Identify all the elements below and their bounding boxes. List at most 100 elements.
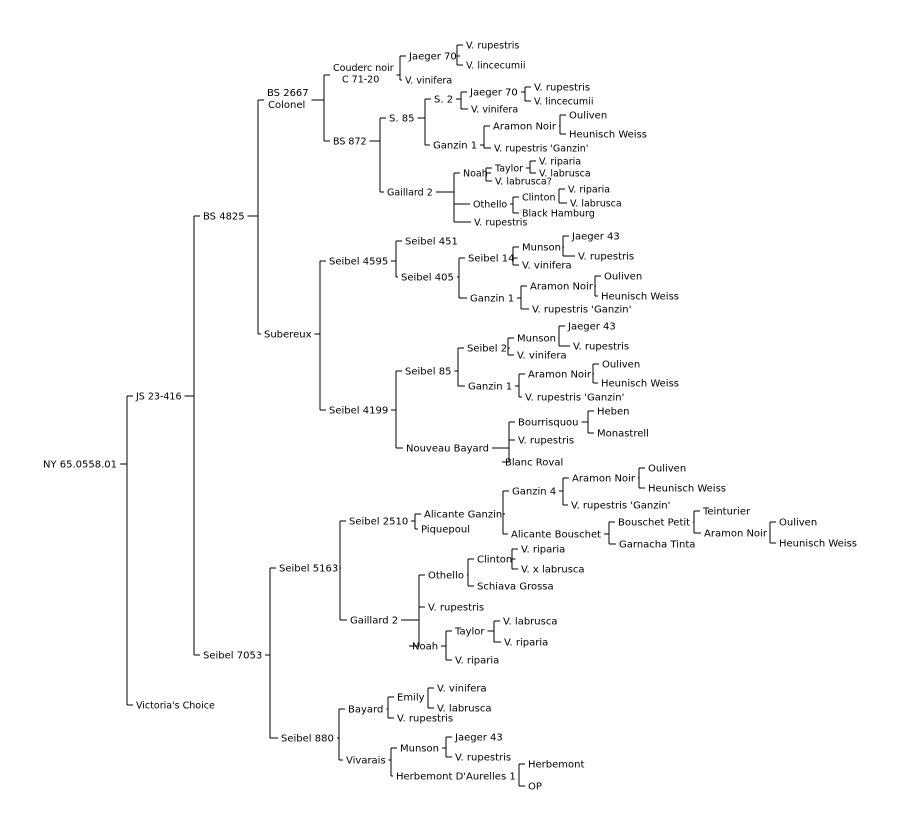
node-label: V. rupestris xyxy=(573,342,629,353)
node-clinton: Clinton xyxy=(522,192,556,203)
node-label: V. vinifera xyxy=(437,684,487,695)
node-v-riparia: V. riparia xyxy=(521,545,565,556)
node-seibel-2: Seibel 2 xyxy=(467,344,507,355)
node-seibel-85: Seibel 85 xyxy=(405,367,451,378)
node-v-rupestris: V. rupestris xyxy=(573,342,629,353)
node-label: V. rupestris xyxy=(534,83,590,94)
node-v-rupestris: V. rupestris xyxy=(428,603,484,614)
node-ouliven: Ouliven xyxy=(779,518,817,529)
node-munson: Munson xyxy=(400,744,439,755)
node-label: Othello xyxy=(473,199,507,210)
node-ouliven: Ouliven xyxy=(648,464,686,475)
node-seibel-451: Seibel 451 xyxy=(405,237,458,248)
node-label: Schiava Grossa xyxy=(477,582,554,593)
node-v-riparia: V. riparia xyxy=(539,156,581,167)
node-label: V. rupestris xyxy=(578,252,634,263)
node-label: Ouliven xyxy=(602,360,640,371)
node-v-riparia: V. riparia xyxy=(455,656,499,667)
node-ganzin-4: Ganzin 4 xyxy=(512,487,556,498)
node-taylor: Taylor xyxy=(454,627,485,638)
node-munson: Munson xyxy=(522,243,561,254)
node-label: Vivarais xyxy=(346,756,386,767)
connector-lines xyxy=(120,44,776,787)
node-ouliven: Ouliven xyxy=(604,272,642,283)
node-jaeger-43: Jaeger 43 xyxy=(571,232,620,243)
node-label: V. vinifera xyxy=(471,104,518,115)
node-label: Bouschet Petit xyxy=(618,518,690,529)
node-label: Heunisch Weiss xyxy=(601,379,679,390)
node-label: Seibel 405 xyxy=(401,273,454,284)
node-v-rupestris: V. rupestris xyxy=(578,252,634,263)
node-label: Seibel 4595 xyxy=(329,257,388,268)
node-label: Othello xyxy=(428,571,464,582)
node-label: Ouliven xyxy=(779,518,817,529)
node-label: JS 23-416 xyxy=(135,391,182,402)
node-label: Alicante Ganzin xyxy=(424,510,502,521)
node-label: Aramon Noir xyxy=(493,122,557,133)
node-label: Subereux xyxy=(264,330,312,341)
node-label: Jaeger 43 xyxy=(454,733,503,744)
node-label: Ouliven xyxy=(604,272,642,283)
node-seibel-2510: Seibel 2510 xyxy=(349,517,408,528)
node-label: V. rupestris xyxy=(397,714,453,725)
node-label: Monastrell xyxy=(597,429,649,440)
node-s-2: S. 2 xyxy=(434,95,453,106)
node-label: V. rupestris 'Ganzin' xyxy=(525,393,624,404)
node-label: V. vinifera xyxy=(522,261,572,272)
node-v-x-labrusca: V. x labrusca xyxy=(521,565,585,576)
node-taylor: Taylor xyxy=(494,163,523,174)
node-teinturier: Teinturier xyxy=(702,507,751,518)
node-label: Garnacha Tinta xyxy=(619,540,695,551)
node-ganzin-1: Ganzin 1 xyxy=(468,382,512,393)
node-seibel-880: Seibel 880 xyxy=(281,734,334,745)
node-label: Jaeger 43 xyxy=(571,232,620,243)
node-heunisch-weiss: Heunisch Weiss xyxy=(569,130,647,141)
node-label: V. rupestris xyxy=(474,217,527,228)
node-label: Aramon Noir xyxy=(530,282,594,293)
node-munson: Munson xyxy=(517,334,556,345)
node-jaeger-70: Jaeger 70 xyxy=(408,52,457,63)
node-aramon-noir: Aramon Noir xyxy=(704,529,768,540)
node-bs-4825: BS 4825 xyxy=(203,212,245,223)
node-label: Seibel 451 xyxy=(405,237,458,248)
node-label: Ganzin 1 xyxy=(470,294,514,305)
node-label: Piquepoul xyxy=(421,525,470,536)
node-monastrell: Monastrell xyxy=(597,429,649,440)
node-v-labrusca: V. labrusca xyxy=(570,198,622,209)
node-heunisch-weiss: Heunisch Weiss xyxy=(601,292,679,303)
node-label: Black Hamburg xyxy=(522,208,595,219)
node-label: Munson xyxy=(400,744,439,755)
node-vivarais: Vivarais xyxy=(346,756,386,767)
node-herbemont: Herbemont xyxy=(528,760,584,771)
node-label: Ganzin 4 xyxy=(512,487,556,498)
node-jaeger-43: Jaeger 43 xyxy=(567,322,616,333)
node-label: Gaillard 2 xyxy=(350,616,398,627)
node-label: Aramon Noir xyxy=(572,474,636,485)
node-label: Ganzin 1 xyxy=(468,382,512,393)
node-emily: Emily xyxy=(397,693,425,704)
node-noah: Noah xyxy=(463,168,488,179)
node-label: Bayard xyxy=(348,705,383,716)
node-v-lincecumii: V. lincecumii xyxy=(534,96,593,107)
node-label: NY 65.0558.01 xyxy=(43,460,117,471)
node-v-rupestris: V. rupestris xyxy=(534,83,590,94)
node-label: Emily xyxy=(397,693,425,704)
node-label: Munson xyxy=(517,334,556,345)
node-aramon-noir: Aramon Noir xyxy=(572,474,636,485)
node-label: Seibel 880 xyxy=(281,734,334,745)
node-label: Gaillard 2 xyxy=(387,187,433,198)
node-label: Herbemont D'Aurelles 1 xyxy=(396,772,516,783)
node-clinton: Clinton xyxy=(477,555,512,566)
node-jaeger-43: Jaeger 43 xyxy=(454,733,503,744)
node-label: Ganzin 1 xyxy=(433,141,477,152)
node-v-vinifera: V. vinifera xyxy=(522,261,572,272)
node-v-vinifera: V. vinifera xyxy=(471,104,518,115)
node-v-rupestris: V. rupestris xyxy=(397,714,453,725)
node-v-rupestris-ganzin: V. rupestris 'Ganzin' xyxy=(571,501,670,512)
node-bourrisquou: Bourrisquou xyxy=(518,418,579,429)
node-label: V. lincecumii xyxy=(466,60,525,71)
node-label: Blanc Roval xyxy=(505,458,563,469)
node-v-labrusca: V. labrusca xyxy=(539,168,591,179)
